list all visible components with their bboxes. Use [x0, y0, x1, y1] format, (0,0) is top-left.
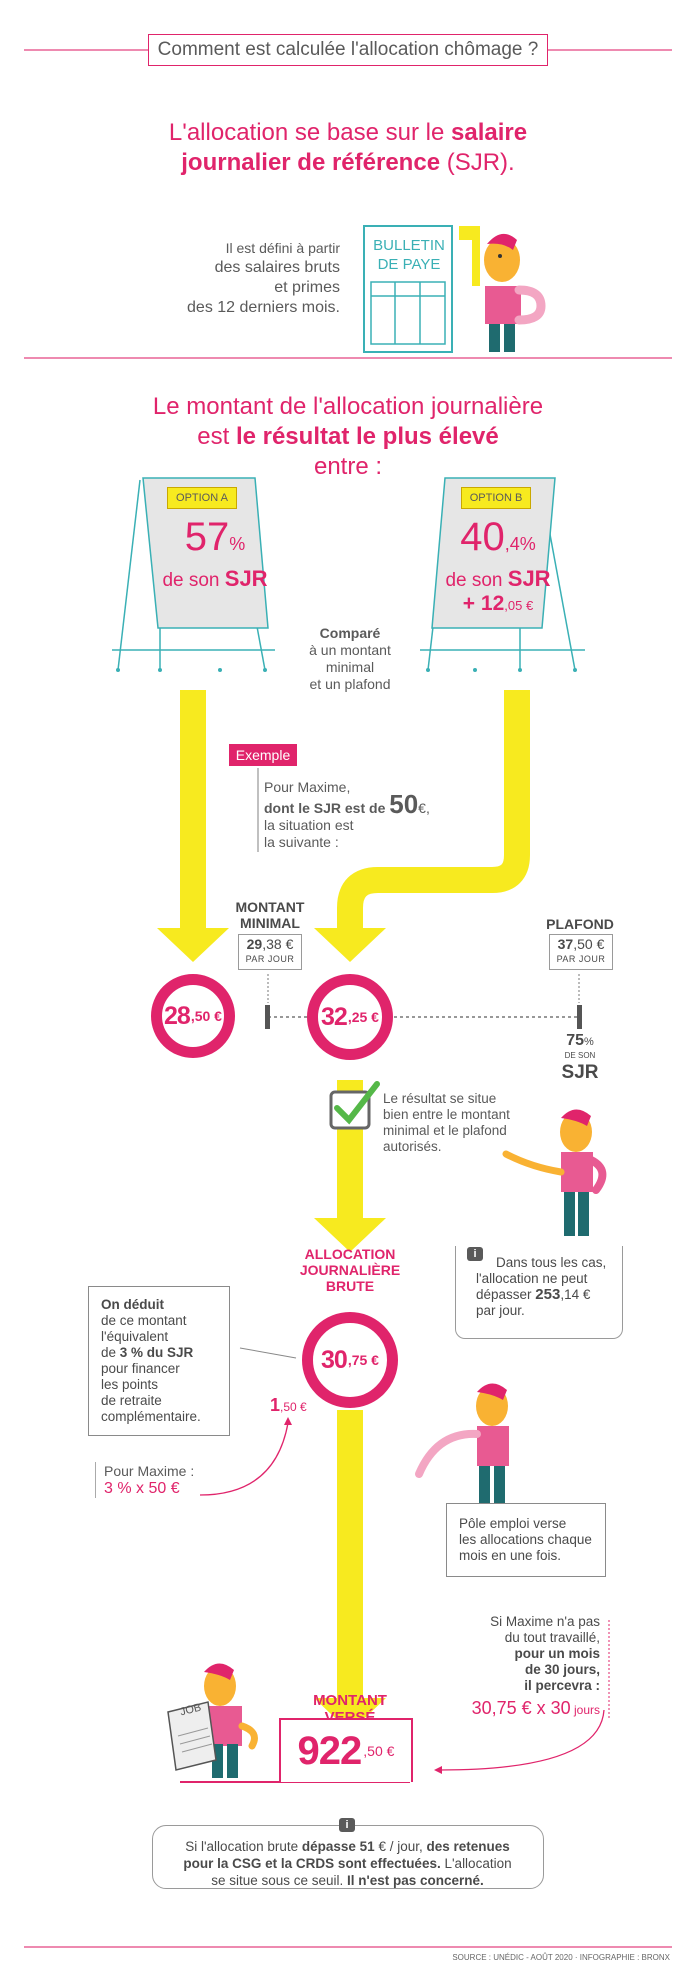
example-tag: Exemple — [229, 744, 297, 766]
cap-note-box — [455, 1246, 623, 1339]
monthly-calculation: Si Maxime n'a pas du tout travaillé, pou… — [490, 1614, 600, 1693]
option-a-result-circle: 28,50 € — [151, 974, 235, 1058]
footer-note-text: Si l'allocation brute dépasse 51 € / jou… — [183, 1839, 512, 1888]
option-b-result-circle: 32,25 € — [307, 974, 393, 1060]
info-icon: i — [467, 1247, 483, 1261]
deduction-calculation: Pour Maxime : 3 % x 50 € — [95, 1462, 194, 1498]
payslip-illustration — [363, 225, 546, 353]
footer-rule — [24, 1946, 672, 1948]
option-b-addition: + 12,05 € — [462, 592, 534, 615]
deduction-explanation-box: On déduit de ce montant l'équivalent de … — [88, 1286, 230, 1436]
gross-allowance-circle: 30,75 € — [302, 1312, 398, 1408]
sjr-headline: L'allocation se base sur le salaire jour… — [168, 119, 528, 176]
section-rule — [24, 357, 672, 359]
monthly-formula: 30,75 € x 30 jours — [471, 1698, 600, 1718]
amount-headline: Le montant de l'allocation journalière e… — [152, 393, 544, 480]
deduction-amount: 1,50 € — [270, 1395, 307, 1415]
minimum-value: 29,38 € PAR JOUR — [238, 934, 302, 970]
example-text: Pour Maxime, dont le SJR est de 50€, la … — [264, 779, 430, 850]
pointing-person-illustration — [502, 1109, 607, 1236]
pole-emploi-person-illustration — [415, 1383, 509, 1504]
header-title: Comment est calculée l'allocation chômag… — [148, 34, 548, 66]
job-newspaper-person-illustration — [167, 1663, 258, 1778]
option-b-tag: OPTION B — [461, 487, 531, 509]
ceiling-label: PLAFOND — [546, 916, 614, 932]
paid-amount-box: 922,50 € — [279, 1718, 413, 1782]
ceiling-value: 37,50 € PAR JOUR — [549, 934, 613, 970]
footer-info-icon: i — [339, 1818, 355, 1832]
option-b-base: de son SJR — [445, 566, 551, 591]
ceiling-percentage: 75% DE SON SJR — [561, 1032, 599, 1083]
compare-text: Comparé à un montant minimal et un plafo… — [309, 625, 391, 692]
option-a-value: 57% — [184, 515, 246, 559]
option-a-base: de son SJR — [162, 566, 268, 591]
payslip-label: BULLETIN DE PAYE — [373, 237, 445, 273]
source-credit: SOURCE : UNÉDIC - AOÛT 2020 · INFOGRAPHI… — [452, 1953, 670, 1962]
option-b-value: 40,4% — [460, 515, 536, 559]
cap-note-text: Dans tous les cas, l'allocation ne peut … — [476, 1255, 607, 1318]
option-easels — [112, 477, 585, 672]
sjr-definition: Il est défini à partir des salaires brut… — [187, 240, 340, 316]
option-a-tag: OPTION A — [167, 487, 237, 509]
